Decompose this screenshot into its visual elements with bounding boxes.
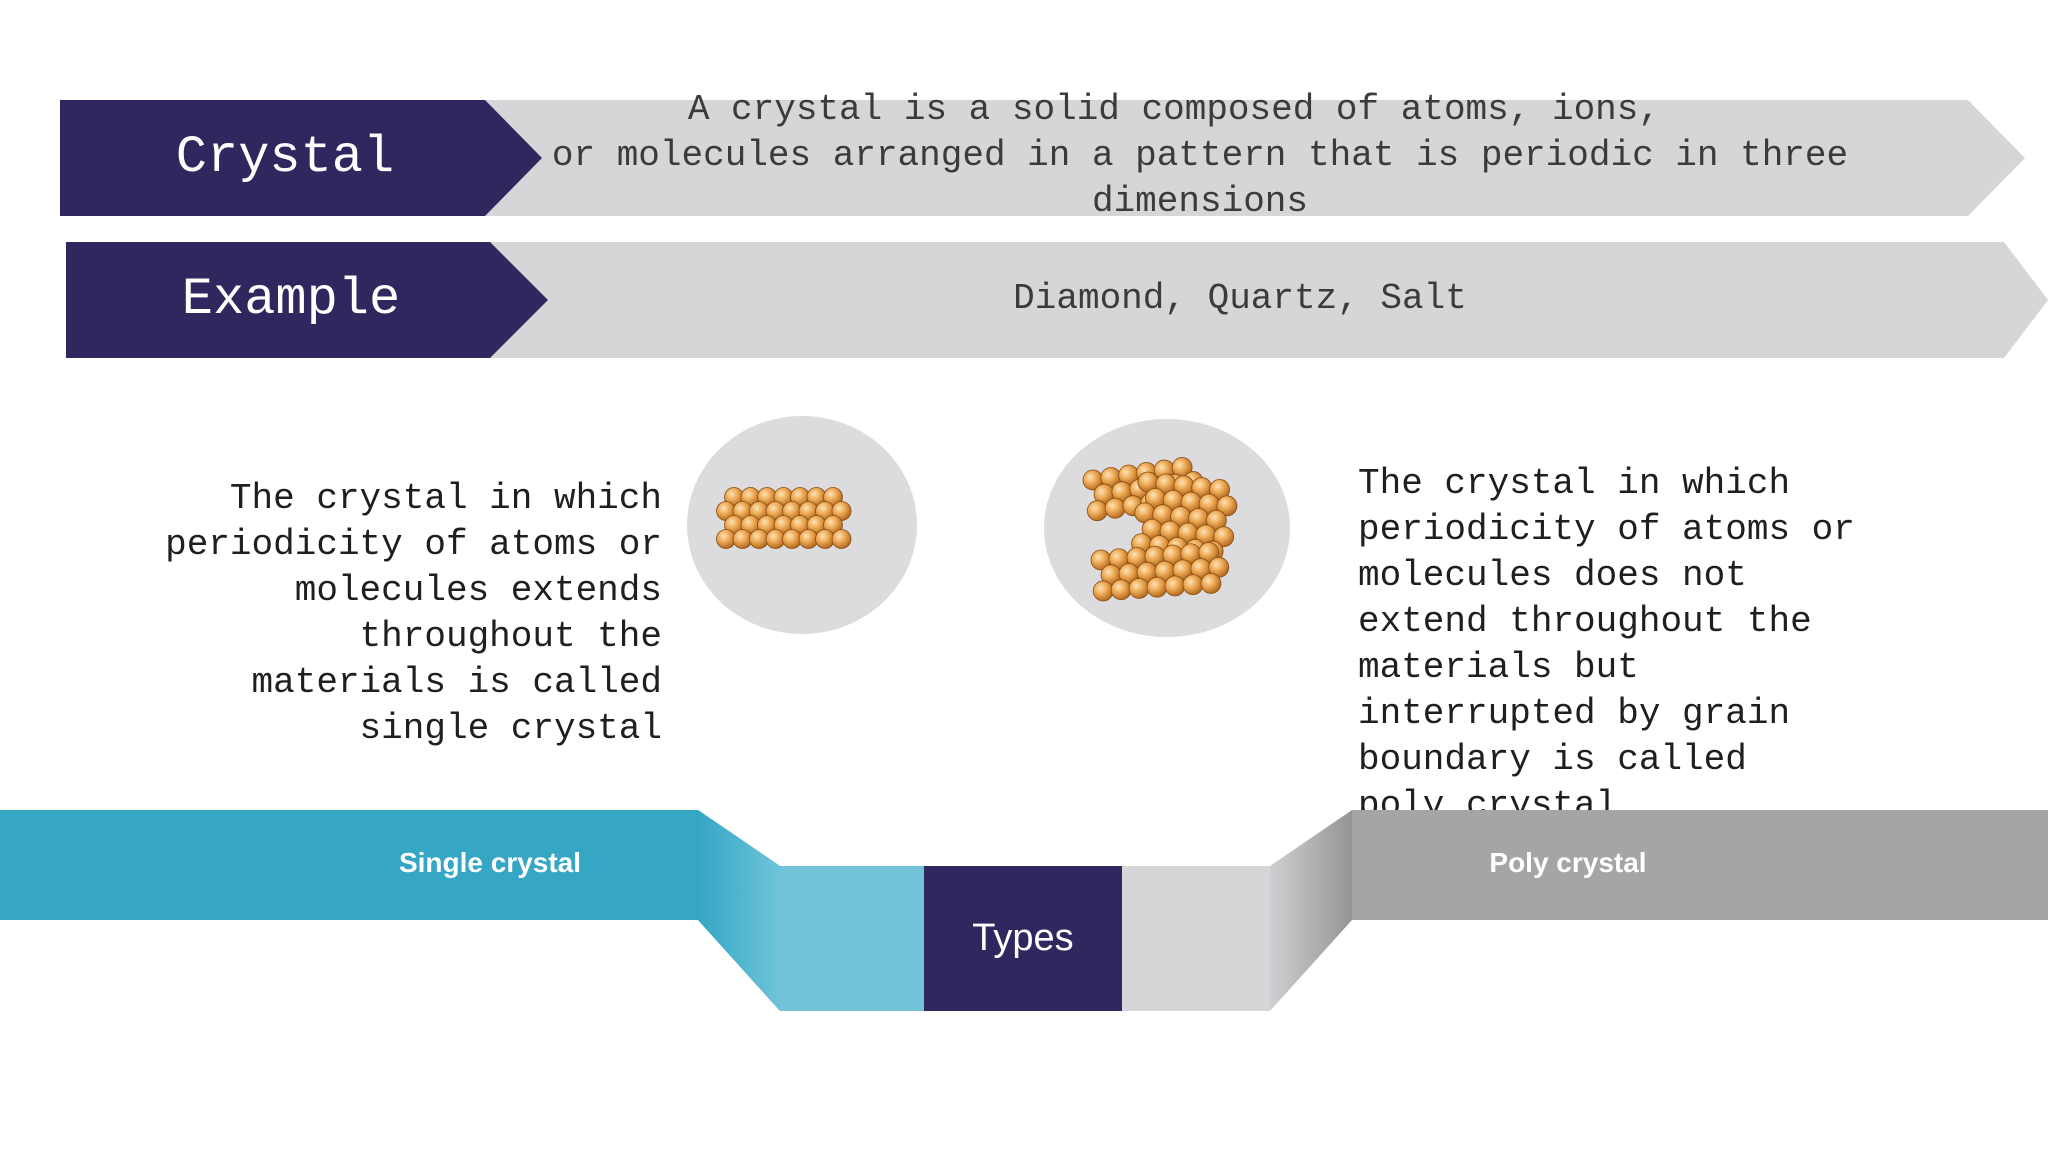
definition-line-1: A crystal is a solid composed of atoms, … <box>687 89 1660 130</box>
atom-sphere <box>1209 479 1231 500</box>
grain <box>1090 542 1230 602</box>
definition-banner-gray <box>485 100 2025 216</box>
definition-banner-navy <box>60 100 542 216</box>
poly-crystal-band-label: Poly crystal <box>1489 847 1647 878</box>
atom-sphere <box>1216 495 1238 517</box>
single-crystal-band-label: Single crystal <box>398 847 582 878</box>
example-banner-gray <box>490 242 2048 358</box>
single-crystal-fold <box>698 810 780 1011</box>
gray-light-block <box>1122 866 1270 1011</box>
atom-sphere <box>1205 509 1227 531</box>
types-center-block <box>924 866 1122 1011</box>
poly-crystal-fold <box>1270 810 1352 1011</box>
example-term: Example <box>181 270 401 329</box>
teal-light-block <box>780 866 924 1011</box>
grain-boundary-atoms-icon <box>1082 457 1238 602</box>
atom-sphere <box>1200 572 1222 594</box>
example-banner-navy <box>66 242 548 358</box>
ordered-atoms-lattice-icon <box>716 487 852 549</box>
crystal-definition: A crystal is a solid composed of atoms, … <box>500 87 1900 225</box>
atom-sphere <box>831 529 852 549</box>
crystal-term: Crystal <box>175 128 395 187</box>
atom-sphere <box>1208 556 1230 578</box>
atom-sphere <box>1198 542 1220 563</box>
atom-sphere <box>1213 526 1235 548</box>
single-crystal-description: The crystal in which periodicity of atom… <box>165 478 662 749</box>
definition-line-3: dimensions <box>1091 181 1309 222</box>
example-text: Diamond, Quartz, Salt <box>1013 278 1467 319</box>
types-label: Types <box>972 917 1074 959</box>
single-crystal-band <box>0 810 780 1011</box>
single-crystal-image <box>687 416 917 634</box>
poly-crystal-band <box>1352 810 2048 920</box>
definition-line-2: or molecules arranged in a pattern that … <box>551 135 1849 176</box>
poly-crystal-image <box>1044 419 1290 637</box>
